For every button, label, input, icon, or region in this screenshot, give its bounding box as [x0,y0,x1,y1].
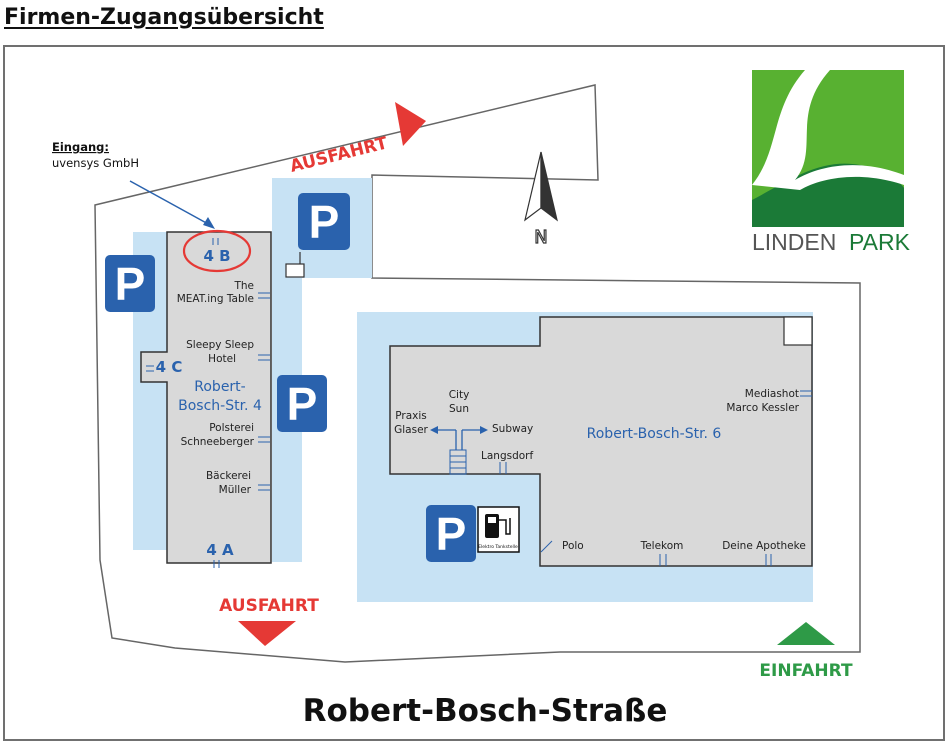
street-name: Robert-Bosch-Straße [303,693,668,729]
logo-text-linden: LINDEN [752,229,836,255]
tenant-telekom: Telekom [640,540,684,552]
compass-n-label: N [534,227,547,248]
tenant-polo: Polo [562,540,584,552]
entry-label: EINFAHRT [759,661,853,681]
entrance-4b-label: 4 B [203,247,230,265]
building-rbs6-shape [389,316,813,567]
entrance-note-heading: Eingang: [52,140,109,154]
rbs6-corner-box [783,316,813,346]
utility-box [285,263,305,278]
tenant-praxis-glaser-line1: Praxis [395,410,427,422]
page-title: Firmen-Zugangsübersicht [4,5,324,30]
parking-sign-north: P [298,193,350,250]
stairs [449,449,467,475]
svg-text:P: P [287,378,318,430]
tenant-polsterei-line2: Schneeberger [181,436,255,448]
exit-south-label: AUSFAHRT [219,596,319,616]
entrance-4c-label: 4 C [156,358,183,376]
tenant-praxis-glaser-line2: Glaser [394,424,428,436]
exit-south: AUSFAHRT [219,596,319,646]
tenant-polsterei-line1: Polsterei [209,422,254,434]
exit-south-arrow-icon [238,621,296,646]
lindenpark-logo: LINDEN PARK [752,70,911,255]
tenant-deine-apotheke: Deine Apotheke [722,540,806,552]
parking-signs: P P P P [105,193,476,562]
charging-station-label: Elektro Tankstelle [478,544,518,550]
tenant-city-sun-line2: Sun [449,403,469,415]
parking-sign-east: P [277,375,327,432]
svg-text:P: P [436,508,467,560]
tenant-meating-table-line2: MEAT.ing Table [177,293,254,305]
charging-station-sign: Elektro Tankstelle [477,506,520,553]
entrance-note-company: uvensys GmbH [52,156,139,170]
svg-text:P: P [309,196,340,248]
building-rbs4 [140,231,272,568]
tenant-mediashot-line1: Mediashot [745,388,799,400]
tenant-subway: Subway [492,423,533,435]
entrance-4a-label: 4 A [206,541,234,559]
tenant-sleepy-sleep-line2: Hotel [208,353,236,365]
parking-sign-rbs6: P [426,505,476,562]
door-ticks-rbs6 [499,390,812,566]
building-rbs4-name-line2: Bosch-Str. 4 [178,398,262,414]
tenant-city-sun-line1: City [449,389,470,401]
tenant-baeckerei-line1: Bäckerei [206,470,251,482]
tenant-mediashot-line2: Marco Kessler [726,402,799,414]
logo-text-park: PARK [849,229,911,255]
building-rbs6 [389,316,813,567]
building-rbs6-name: Robert-Bosch-Str. 6 [587,426,722,442]
tenant-sleepy-sleep-line1: Sleepy Sleep [186,339,254,351]
svg-text:P: P [115,258,146,310]
building-rbs4-name-line1: Robert- [194,379,245,395]
door-ticks-rbs4 [146,238,270,568]
direction-arrows [430,426,488,450]
tenant-langsdorf: Langsdorf [481,450,533,462]
entrance-4b-highlight [182,229,252,273]
tenant-meating-table-line1: The [233,280,254,292]
entry-east: EINFAHRT [759,622,853,681]
tenant-baeckerei-line2: Müller [219,484,252,496]
exit-north-arrow-icon [395,102,426,146]
north-arrow-icon: N [524,151,558,249]
parking-sign-west: P [105,255,155,312]
entry-arrow-icon [777,622,835,645]
entrance-pointer [129,180,211,226]
building-rbs4-shape [140,231,272,564]
